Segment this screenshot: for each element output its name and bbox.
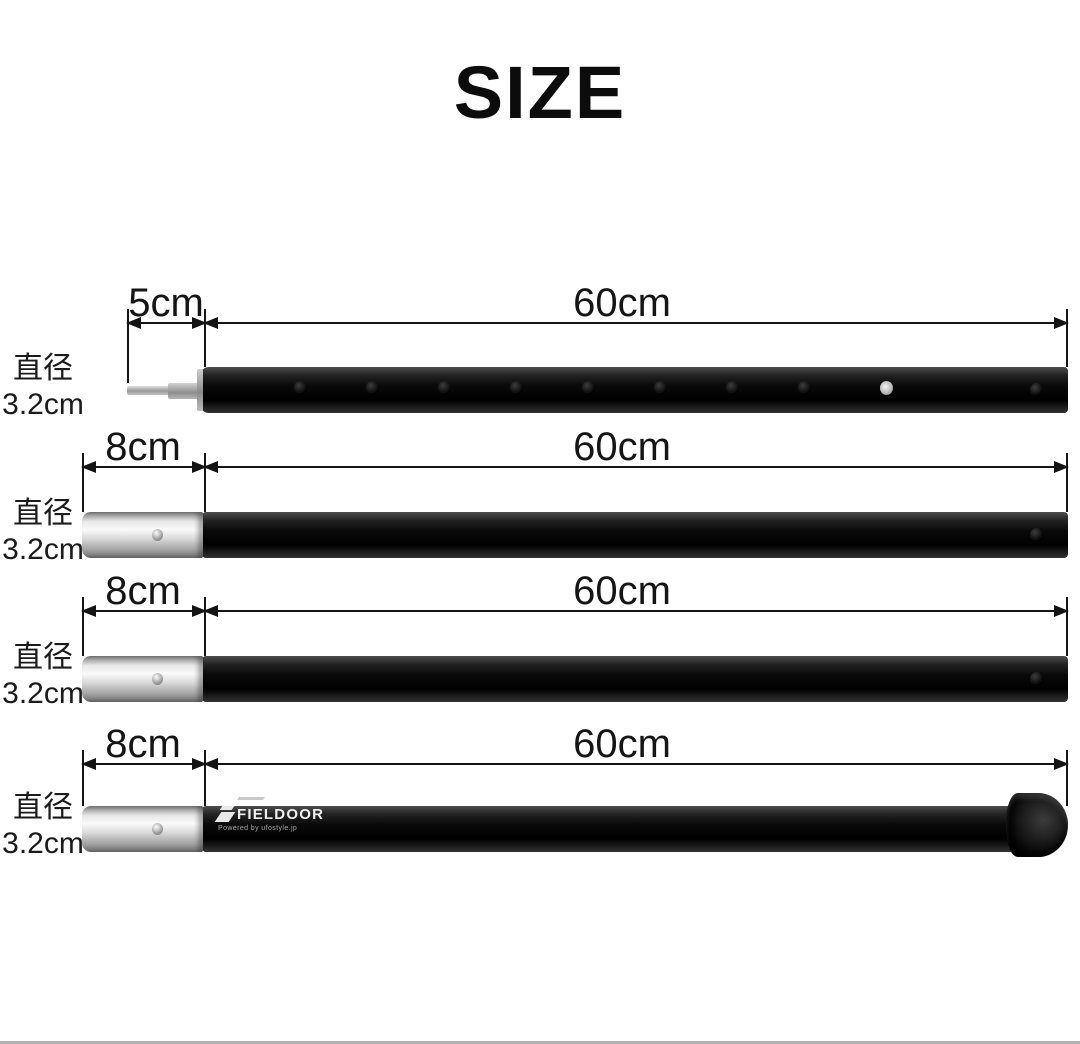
pole-end-hole [1030, 528, 1043, 542]
large-dimension-label: 60cm [573, 425, 671, 469]
diameter-label: 直径 3.2cm [0, 496, 86, 568]
connector-button [152, 823, 163, 835]
large-dimension-label: 60cm [573, 281, 671, 325]
small-dimension-arrow [126, 317, 207, 329]
image-bottom-edge [0, 1041, 1080, 1044]
pole-collar [197, 369, 203, 411]
pole-end-hole [1030, 383, 1043, 397]
fieldoor-logo: FIELDOOR Powered by ufostyle.jp [214, 795, 324, 841]
page-title: SIZE [453, 51, 627, 134]
diameter-label-line1: 直径 [13, 641, 73, 674]
extension-line-mid [204, 309, 206, 367]
small-dimension-label: 8cm [105, 569, 181, 613]
extension-line-left [127, 309, 129, 383]
metal-connector [82, 656, 203, 702]
pole-hole [654, 381, 667, 395]
pole-hole [294, 381, 307, 395]
small-dimension-arrow [81, 461, 207, 473]
extension-line-left [82, 750, 84, 806]
connector-button [152, 529, 163, 541]
large-dimension-label: 60cm [573, 722, 671, 766]
rubber-foot-cap [1006, 793, 1068, 857]
extension-line-mid [204, 453, 206, 512]
diameter-label: 直径 3.2cm [0, 640, 86, 712]
extension-line-right [1066, 453, 1068, 512]
diameter-label-line2: 3.2cm [2, 677, 84, 710]
logo-stripe-icon [237, 797, 265, 800]
diameter-label: 直径 3.2cm [0, 351, 86, 423]
large-dimension-arrow [203, 461, 1069, 473]
diameter-label-line2: 3.2cm [2, 388, 84, 421]
extension-line-mid [204, 597, 206, 656]
logo-tagline: Powered by ufostyle.jp [218, 825, 298, 832]
logo-brand-name: FIELDOOR [237, 806, 325, 823]
diameter-label-line1: 直径 [13, 791, 73, 824]
large-dimension-arrow [203, 605, 1069, 617]
diameter-label-line2: 3.2cm [2, 533, 84, 566]
small-dimension-label: 8cm [105, 425, 181, 469]
extension-line-right [1066, 597, 1068, 656]
pole-end-hole [1030, 672, 1043, 686]
connector-button [152, 673, 163, 685]
spring-button [880, 381, 893, 395]
diameter-label: 直径 3.2cm [0, 790, 86, 862]
large-dimension-arrow [203, 317, 1069, 329]
large-dimension-label: 60cm [573, 569, 671, 613]
pole-shaft [202, 656, 1068, 702]
pole-hole [510, 381, 523, 395]
pole-hole [438, 381, 451, 395]
diameter-label-line2: 3.2cm [2, 827, 84, 860]
diameter-label-line1: 直径 [13, 352, 73, 385]
extension-line-left [82, 597, 84, 656]
pole-hole [582, 381, 595, 395]
spigot-pin-base [168, 383, 202, 399]
pole-hole [798, 381, 811, 395]
extension-line-right [1066, 309, 1068, 367]
pole-shaft [200, 367, 1068, 413]
extension-line-mid [204, 750, 206, 806]
metal-connector [82, 806, 203, 852]
logo-flag-icon [214, 806, 236, 823]
large-dimension-arrow [203, 758, 1069, 770]
small-dimension-label: 8cm [105, 722, 181, 766]
small-dimension-arrow [81, 758, 207, 770]
extension-line-left [82, 453, 84, 512]
spigot-pin [127, 386, 172, 395]
pole-shaft [202, 512, 1068, 558]
pole-hole [366, 381, 379, 395]
diameter-label-line1: 直径 [13, 497, 73, 530]
pole-shaft [202, 806, 1048, 852]
extension-line-right [1066, 750, 1068, 806]
pole-hole [726, 381, 739, 395]
metal-connector [82, 512, 203, 558]
small-dimension-arrow [81, 605, 207, 617]
